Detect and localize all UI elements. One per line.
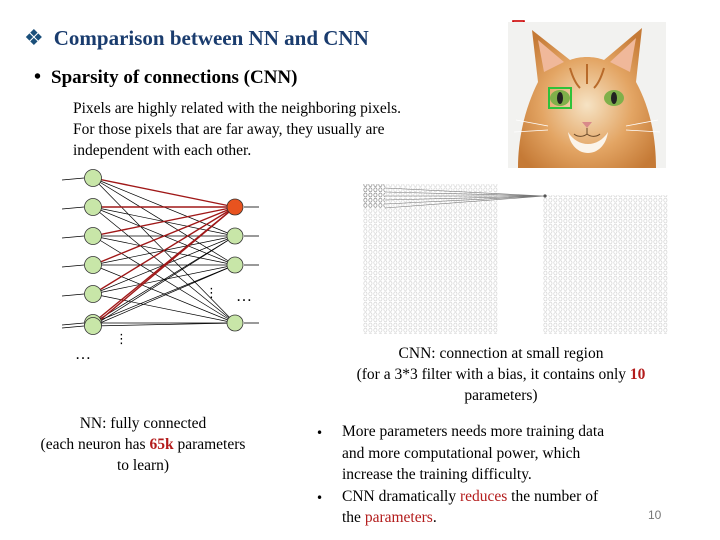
nn-caption-line: NN: fully connected: [79, 415, 207, 432]
cat-photo: [508, 22, 666, 168]
list-item: • More parameters needs more training da…: [316, 421, 661, 486]
connection-line: [92, 293, 236, 324]
cnn-caption-line: parameters): [464, 387, 538, 404]
highlight-reduces: reduces: [459, 487, 508, 505]
nn-caption-line: to learn): [116, 457, 170, 474]
active-neuron: [226, 198, 244, 216]
bullet-text: the: [342, 509, 365, 526]
input-arrow: [61, 177, 85, 181]
bullet-icon: •: [316, 426, 324, 440]
neuron-nodes: [84, 169, 244, 335]
nn-caption-text: (each neuron has: [40, 436, 150, 453]
connection-line: [92, 264, 236, 327]
local-connection-lines: [384, 187, 546, 209]
highlighted-connection: [92, 206, 236, 266]
receptive-field: [363, 184, 385, 208]
input-arrow: [61, 206, 85, 210]
bullet-icon: •: [34, 66, 42, 88]
output-neuron: [543, 194, 547, 198]
input-arrow: [61, 264, 85, 268]
connection-line: [92, 235, 236, 327]
input-arrow: [61, 325, 85, 329]
cnn-local-connection-figure: [363, 184, 668, 334]
output-neuron: [226, 314, 244, 332]
cnn-caption-line: CNN: connection at small region: [398, 345, 604, 362]
cnn-param-count: 10: [629, 366, 646, 383]
input-arrow: [61, 293, 85, 297]
bullet-text: .: [432, 509, 437, 526]
cnn-caption: CNN: connection at small region (for a 3…: [326, 343, 676, 406]
highlighted-connection: [92, 206, 236, 295]
input-pixel-grid: [363, 184, 498, 334]
intro-text: Pixels are highly related with the neigh…: [73, 98, 473, 161]
intro-line: independent with each other.: [73, 142, 252, 159]
connection-line: [92, 264, 236, 324]
output-neuron: [226, 256, 244, 274]
output-neuron: [226, 227, 244, 245]
input-arrow: [61, 322, 85, 326]
highlighted-connection: [92, 206, 236, 327]
intro-line: For those pixels that are far away, they…: [73, 121, 385, 138]
ellipsis-left: …: [75, 346, 91, 363]
slide-title-row: ❖ Comparison between NN and CNN: [24, 22, 369, 54]
slide-subtitle: Sparsity of connections (CNN): [51, 66, 298, 88]
input-neuron: [84, 169, 102, 187]
diamond-bullet-icon: ❖: [24, 25, 44, 51]
fully-connected-network-diagram: … … ⋮ ⋮: [61, 169, 259, 363]
nn-caption: NN: fully connected (each neuron has 65k…: [18, 413, 268, 476]
connection-line: [92, 235, 236, 324]
connection-line: [92, 322, 236, 327]
slide-title: Comparison between NN and CNN: [53, 25, 369, 50]
vdots-left: ⋮: [115, 332, 128, 347]
vdots-right: ⋮: [205, 286, 218, 301]
bullet-text: increase the training difficulty.: [342, 466, 532, 483]
bullet-text: More parameters needs more training data: [342, 423, 605, 440]
page-number: 10: [648, 508, 662, 522]
input-arrow: [61, 235, 85, 239]
highlight-parameters: parameters: [364, 509, 433, 526]
list-item: • CNN dramatically reduces the number of…: [316, 486, 661, 529]
intro-line: Pixels are highly related with the neigh…: [73, 100, 402, 117]
highlighted-connection: [92, 177, 236, 208]
input-neuron: [84, 317, 102, 335]
bullet-text: the number of: [507, 487, 599, 505]
subtitle-row: • Sparsity of connections (CNN): [34, 66, 297, 89]
bullet-list: • More parameters needs more training da…: [316, 421, 661, 529]
connection-lines: [61, 177, 259, 329]
highlighted-connection: [92, 206, 236, 237]
nn-caption-text: parameters: [173, 436, 246, 453]
bullet-icon: •: [316, 490, 324, 505]
cnn-caption-text: (for a 3*3 filter with a bias, it contai…: [356, 366, 630, 383]
nn-caption-line: (each neuron has 65k parameters: [18, 434, 268, 455]
input-neuron: [84, 256, 102, 274]
input-neuron: [84, 285, 102, 303]
bullet-text: and more computational power, which: [342, 444, 581, 462]
feature-map-grid: [543, 195, 668, 334]
input-neuron: [84, 198, 102, 216]
cnn-caption-line: (for a 3*3 filter with a bias, it contai…: [326, 364, 676, 385]
nn-param-count: 65k: [149, 436, 174, 453]
input-neuron: [84, 227, 102, 245]
ellipsis-right: …: [236, 288, 252, 305]
bullet-text: CNN dramatically: [342, 487, 460, 505]
